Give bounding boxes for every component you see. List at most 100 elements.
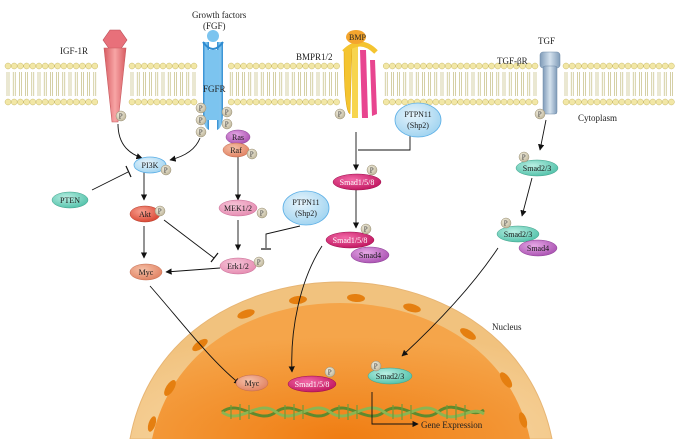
svg-text:P: P: [225, 121, 229, 129]
lipid-head: [655, 98, 663, 106]
igf1r-label: IGF-1R: [60, 46, 88, 56]
lipid-head: [593, 62, 601, 70]
lipid-head: [265, 62, 272, 70]
lipid-head: [488, 98, 495, 106]
lipid-head: [17, 62, 24, 70]
lipid-head: [296, 98, 303, 106]
lipid-head: [85, 98, 92, 106]
smad158-node-b: Smad1/5/8 P: [325, 223, 375, 249]
lipid-head: [289, 98, 297, 106]
lipid-head: [599, 98, 607, 106]
phospho-bmpr: P: [334, 108, 346, 120]
lipid-head: [29, 62, 37, 70]
lipid-head: [165, 98, 173, 106]
lipid-head: [314, 62, 322, 70]
lipid-head: [79, 62, 86, 70]
lipid-head: [320, 98, 328, 106]
lipid-head: [333, 62, 340, 70]
svg-text:Raf: Raf: [230, 146, 242, 155]
lipid-head: [568, 62, 576, 70]
raf-node: Raf P: [222, 142, 258, 160]
lipid-head: [234, 98, 241, 106]
lipid-head: [48, 62, 55, 70]
lipid-head: [128, 98, 136, 106]
lipid-head: [531, 62, 539, 70]
ptpn11-left-node: PTPN11 (Shp2): [282, 190, 330, 226]
lipid-head: [35, 62, 43, 70]
lipid-head: [649, 98, 657, 106]
gene-expression-label: Gene Expression: [421, 420, 483, 430]
nucleus: Gene Expression: [129, 281, 553, 440]
svg-text:(Shp2): (Shp2): [407, 121, 429, 130]
lipid-head: [587, 98, 595, 106]
lipid-head: [562, 98, 570, 106]
svg-text:P: P: [158, 208, 162, 216]
lipid-head: [482, 98, 489, 106]
svg-text:Myc: Myc: [245, 379, 260, 388]
svg-text:P: P: [199, 105, 203, 113]
lipid-head: [382, 98, 390, 106]
lipid-head: [643, 98, 650, 106]
lipid-head: [258, 62, 266, 70]
lipid-head: [475, 62, 483, 70]
lipid-head: [624, 62, 632, 70]
lipid-head: [147, 98, 154, 106]
lipid-head: [401, 62, 409, 70]
svg-text:PTPN11: PTPN11: [404, 110, 431, 119]
svg-text:Ras: Ras: [232, 133, 244, 142]
lipid-head: [190, 62, 198, 70]
lipid-head: [178, 98, 185, 106]
lipid-head: [227, 62, 235, 70]
erk-node: Erk1/2 P: [219, 256, 265, 275]
lipid-head: [618, 62, 626, 70]
lipid-head: [60, 98, 68, 106]
lipid-head: [618, 98, 626, 106]
lipid-head: [190, 98, 198, 106]
lipid-head: [420, 62, 427, 70]
lipid-head: [630, 62, 638, 70]
svg-text:P: P: [328, 369, 332, 377]
fgfr-label: FGFR: [203, 84, 226, 94]
lipid-head: [637, 98, 644, 106]
lipid-head: [29, 98, 37, 106]
lipid-head: [668, 62, 675, 70]
lipid-head: [581, 62, 588, 70]
lipid-head: [457, 98, 464, 106]
tgfbr-receptor: [539, 51, 561, 115]
lipid-head: [463, 98, 471, 106]
lipid-head: [314, 98, 322, 106]
lipid-head: [438, 62, 446, 70]
dna-helix: [221, 404, 485, 420]
lipid-head: [401, 98, 409, 106]
lipid-head: [296, 62, 303, 70]
lipid-head: [85, 62, 92, 70]
lipid-head: [159, 62, 167, 70]
lipid-head: [389, 98, 396, 106]
igf1r-receptor: [102, 29, 128, 123]
svg-text:P: P: [338, 111, 342, 119]
lipid-head: [308, 98, 316, 106]
lipid-head: [153, 98, 161, 106]
lipid-head: [444, 98, 452, 106]
lipid-head: [141, 98, 148, 106]
lipid-head: [302, 62, 309, 70]
phospho-igf1r: P: [115, 110, 127, 122]
lipid-head: [506, 98, 514, 106]
lipid-head: [395, 62, 402, 70]
lipid-head: [41, 98, 49, 106]
lipid-head: [612, 62, 619, 70]
lipid-head: [655, 62, 663, 70]
lipid-head: [66, 62, 74, 70]
lipid-head: [575, 98, 582, 106]
svg-text:P: P: [260, 210, 264, 218]
svg-text:P: P: [119, 113, 123, 121]
nucleus-label: Nucleus: [492, 322, 522, 332]
lipid-head: [252, 62, 260, 70]
lipid-head: [23, 98, 30, 106]
svg-text:Erk1/2: Erk1/2: [227, 262, 249, 271]
svg-text:Smad1/5/8: Smad1/5/8: [295, 380, 330, 389]
lipid-head: [147, 62, 154, 70]
lipid-head: [463, 62, 471, 70]
svg-text:PI3K: PI3K: [142, 161, 159, 170]
